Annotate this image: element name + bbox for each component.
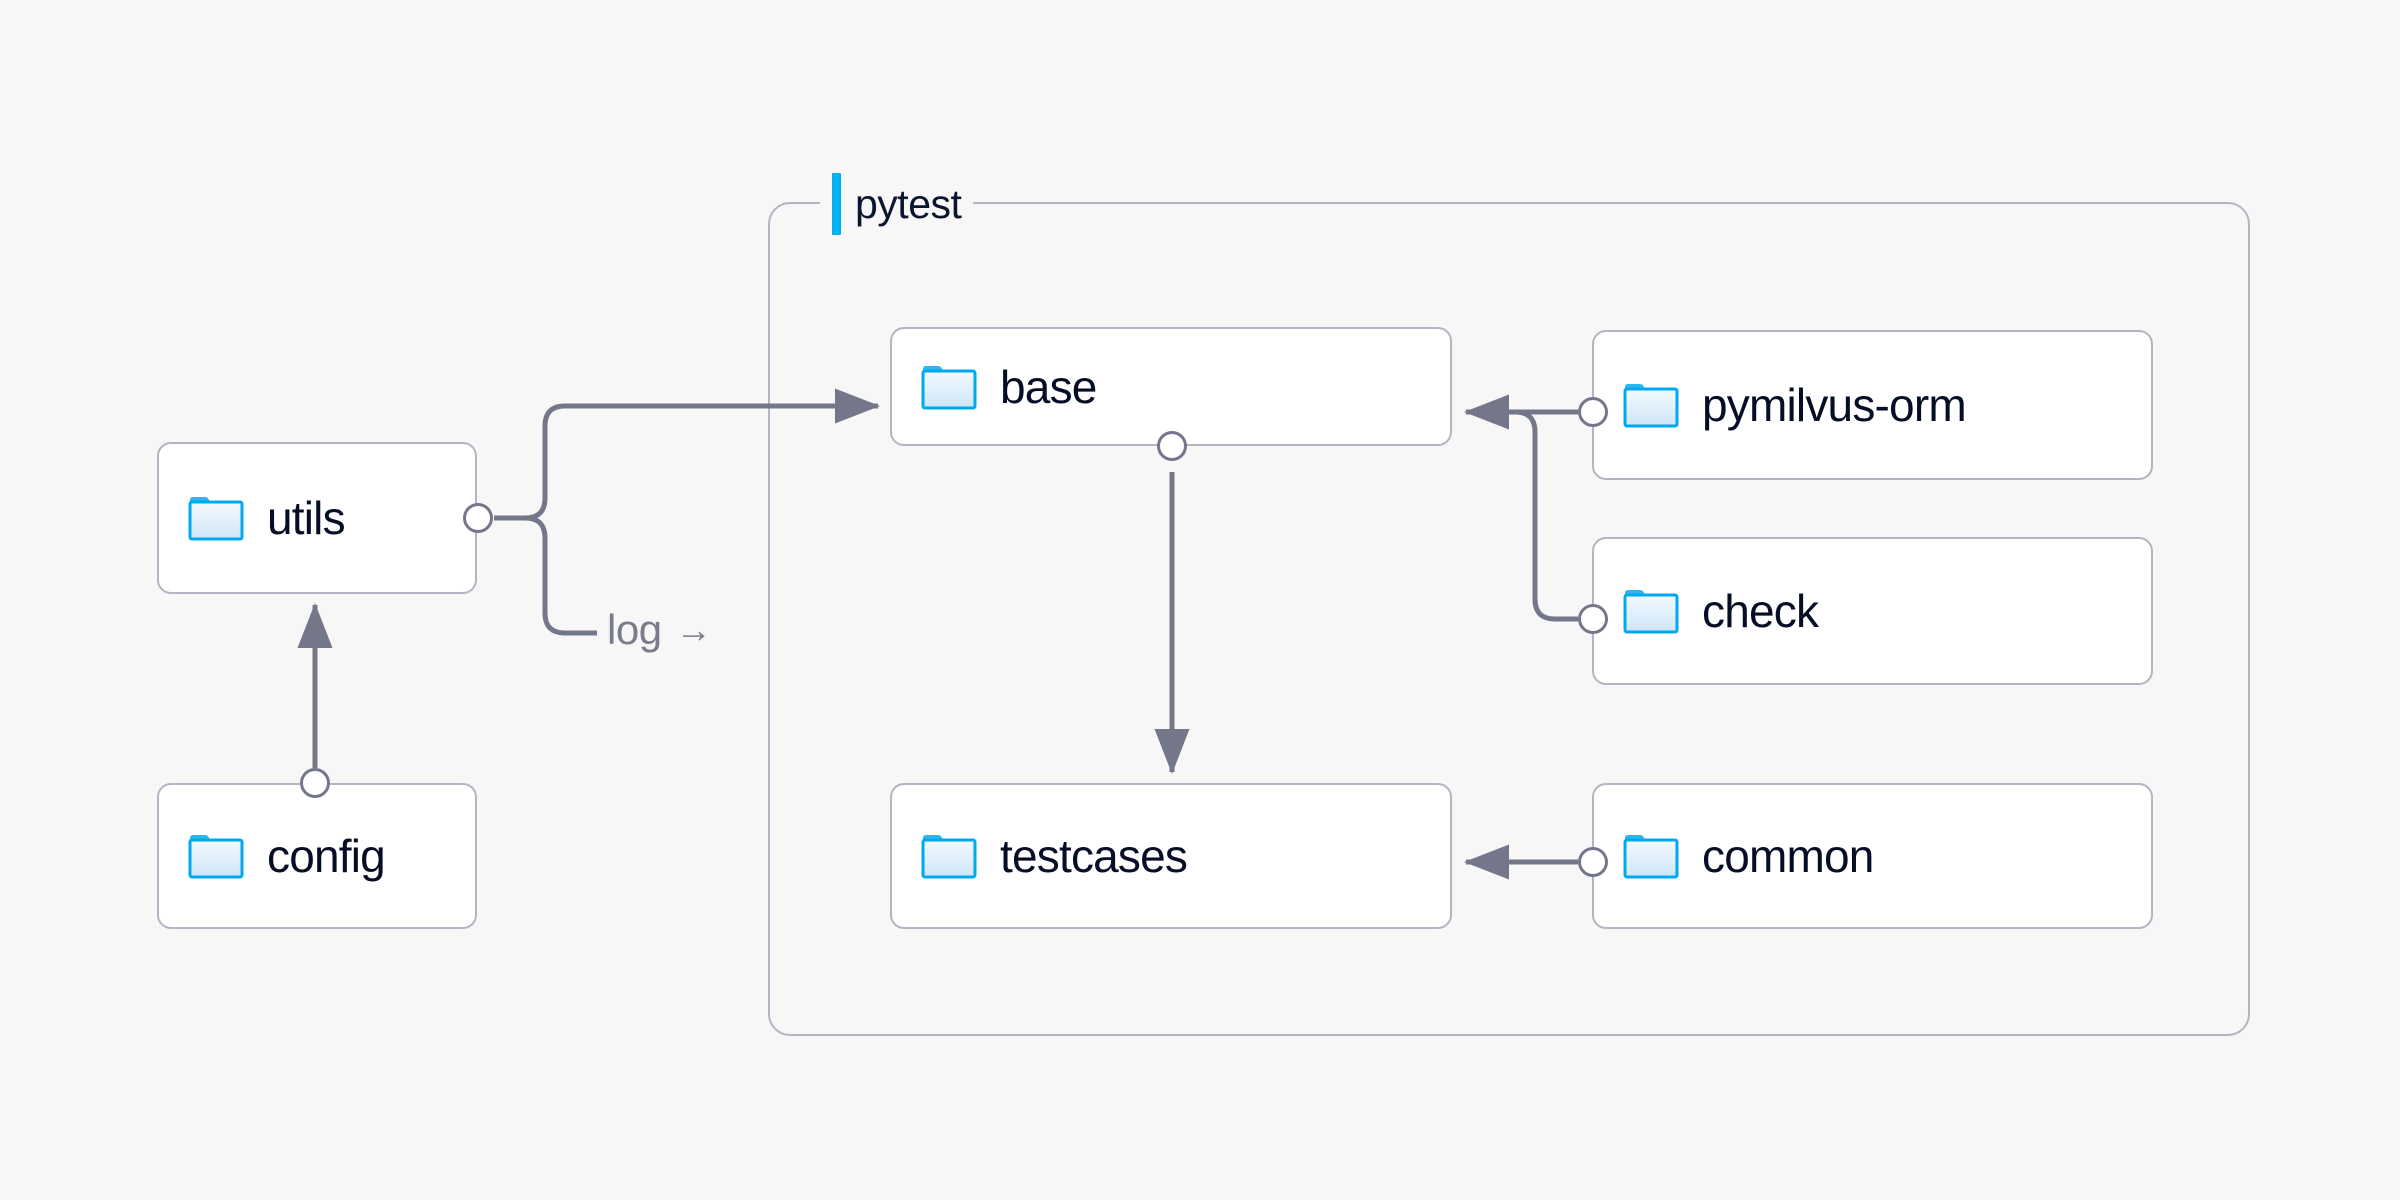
node-label: base [1000, 360, 1097, 413]
node-label: common [1702, 830, 1874, 882]
port-config-top[interactable] [300, 768, 330, 798]
folder-icon [921, 365, 977, 409]
arrow-right-icon: → [675, 609, 712, 650]
folder-icon [1623, 835, 1679, 879]
port-base-bottom[interactable] [1157, 431, 1187, 461]
node-pymilvus-orm[interactable]: pymilvus-orm [1592, 330, 2153, 480]
folder-icon [921, 835, 977, 879]
edge-label-log-text: log [607, 606, 662, 653]
folder-icon [188, 497, 244, 541]
node-check[interactable]: check [1592, 537, 2153, 685]
edge-label-log: log → [607, 606, 712, 653]
edge-utils-to-log [494, 515, 597, 636]
port-check-left[interactable] [1578, 604, 1608, 634]
node-label: check [1702, 585, 1819, 637]
folder-icon [1623, 384, 1679, 428]
group-label-text: pytest [855, 180, 962, 227]
node-utils[interactable]: utils [157, 442, 477, 594]
node-testcases[interactable]: testcases [890, 783, 1452, 929]
node-label: utils [267, 492, 346, 544]
pytest-group-label: pytest [820, 173, 974, 235]
node-config[interactable]: config [157, 783, 477, 929]
port-common-left[interactable] [1578, 847, 1608, 877]
node-base[interactable]: base [890, 327, 1452, 446]
node-label: testcases [1000, 830, 1188, 882]
node-label: pymilvus-orm [1702, 379, 1967, 431]
pytest-group-container [768, 202, 2250, 1036]
port-pymilvus-orm-left[interactable] [1578, 397, 1608, 427]
node-common[interactable]: common [1592, 783, 2153, 929]
group-accent-bar [832, 173, 841, 235]
node-label: config [267, 830, 386, 882]
folder-icon [1623, 590, 1679, 634]
folder-icon [188, 835, 244, 879]
port-utils-right[interactable] [463, 503, 493, 533]
